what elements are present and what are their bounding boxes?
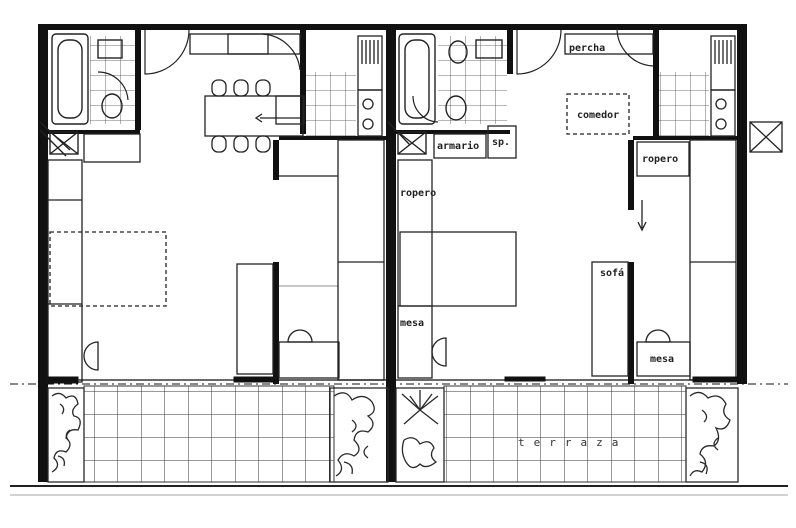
wardrobe-left <box>47 159 83 383</box>
sofa-right <box>591 261 629 377</box>
armario-box <box>433 133 487 159</box>
label-armario: armario <box>437 140 479 152</box>
desk-left <box>278 341 340 379</box>
shelving <box>689 139 737 381</box>
plant-icon <box>401 390 439 425</box>
bed <box>49 231 167 307</box>
wardrobe-right <box>397 159 433 379</box>
labels: percha comedor armario sp. ropero ropero… <box>400 43 678 449</box>
chair-icon <box>233 79 249 97</box>
stove-burner-icon <box>362 98 374 110</box>
chair-icon <box>255 79 271 97</box>
chair-icon <box>255 135 271 153</box>
stove-burner-icon <box>715 118 727 130</box>
label-terraza: terraza <box>518 436 627 449</box>
label-mesa-right: mesa <box>650 354 674 365</box>
bathtub-icon <box>398 33 436 125</box>
facade <box>10 376 788 385</box>
chair-icon <box>211 79 227 97</box>
dining-table <box>204 95 304 137</box>
label-sofa: sofá <box>600 267 624 279</box>
label-mesa-left: mesa <box>400 318 424 329</box>
coat-rack <box>564 33 654 55</box>
sink-icon <box>97 39 123 59</box>
chair-icon <box>645 329 671 343</box>
sp-box <box>487 125 517 159</box>
kitchen-right <box>710 35 783 153</box>
label-ropero-right: ropero <box>642 154 678 165</box>
chair-icon <box>83 341 99 371</box>
terrace <box>10 385 788 496</box>
bed <box>399 231 517 307</box>
sink-icon <box>475 39 503 59</box>
toilet-icon <box>448 40 468 64</box>
label-sp: sp. <box>492 137 510 148</box>
planter-3 <box>395 387 445 483</box>
ropero-right <box>636 141 690 177</box>
label-percha: percha <box>569 43 605 54</box>
dining-table <box>566 93 630 135</box>
shelving <box>337 139 385 381</box>
label-ropero-left: ropero <box>400 188 436 199</box>
tiled-floors <box>90 36 709 136</box>
planter-4 <box>685 387 739 483</box>
chair-icon <box>431 337 447 367</box>
toilet-icon <box>101 93 123 119</box>
planter-1 <box>47 387 85 483</box>
bathtub-icon <box>51 33 89 125</box>
chair-icon <box>211 135 227 153</box>
wardrobe <box>189 33 301 55</box>
kitchen-left <box>357 35 383 137</box>
stove-burner-icon <box>362 118 374 130</box>
chair-icon <box>233 135 249 153</box>
planter-2 <box>329 387 389 483</box>
stove-burner-icon <box>715 98 727 110</box>
walls <box>38 24 747 482</box>
sofa-left <box>236 263 274 375</box>
chair-icon <box>287 329 313 343</box>
bathroom-right <box>387 33 503 155</box>
label-comedor: comedor <box>577 110 619 121</box>
bathroom-left <box>39 33 123 157</box>
planters <box>47 387 739 483</box>
